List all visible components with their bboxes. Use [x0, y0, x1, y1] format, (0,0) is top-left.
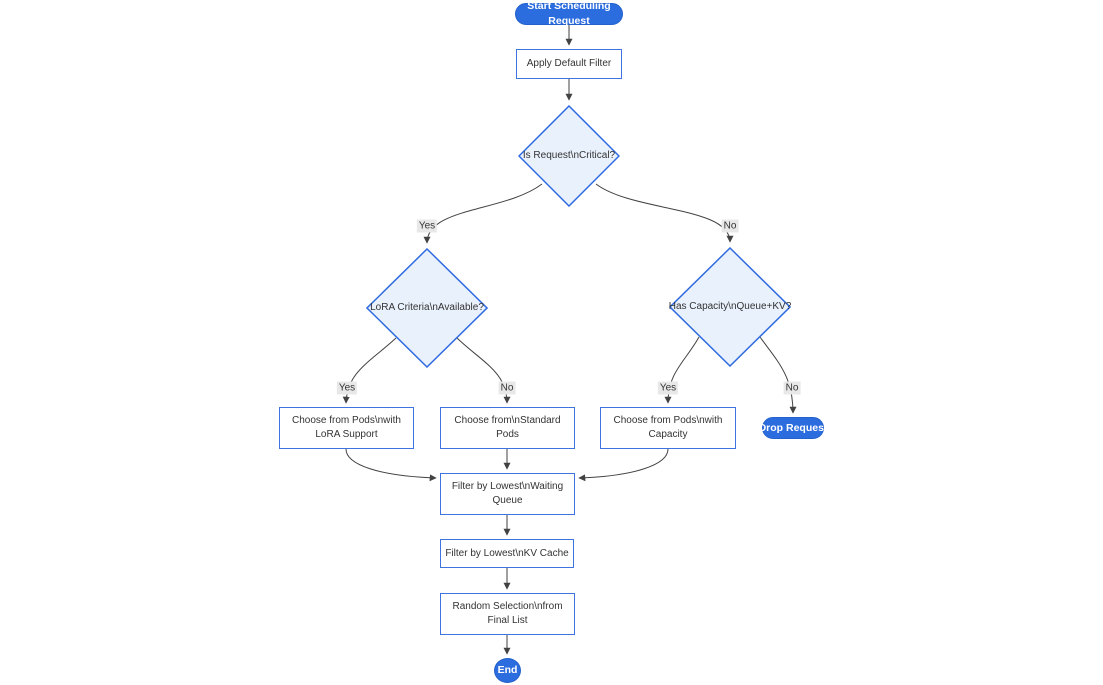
edge-label-capacity-no: No [783, 381, 801, 395]
node-choose-standard-pods[interactable]: Choose from\nStandard Pods [440, 407, 575, 449]
decision-label: Has Capacity\nQueue+KV? [668, 301, 792, 312]
decision-label: Is Request\nCritical? [522, 150, 616, 161]
node-choose-pods-capacity[interactable]: Choose from Pods\nwith Capacity [600, 407, 736, 449]
node-decision-lora-available[interactable]: LoRA Criteria\nAvailable? [366, 248, 488, 368]
node-apply-default-filter[interactable]: Apply Default Filter [516, 49, 622, 79]
decision-label: LoRA Criteria\nAvailable? [370, 302, 484, 313]
node-filter-waiting-queue[interactable]: Filter by Lowest\nWaiting Queue [440, 473, 575, 515]
node-decision-has-capacity[interactable]: Has Capacity\nQueue+KV? [669, 247, 791, 367]
node-filter-kv-cache[interactable]: Filter by Lowest\nKV Cache [440, 539, 574, 568]
edge-label-critical-no: No [721, 219, 739, 233]
edge-label-capacity-yes: Yes [657, 381, 679, 395]
edge-podslora-to-filterwaiting [345, 448, 437, 482]
diamond-shape [518, 105, 620, 207]
edge-label-lora-yes: Yes [336, 381, 358, 395]
node-decision-is-critical[interactable]: Is Request\nCritical? [518, 105, 620, 207]
node-choose-pods-lora[interactable]: Choose from Pods\nwith LoRA Support [279, 407, 414, 449]
diamond-shape [366, 248, 488, 368]
edge-podscapacity-to-filterwaiting [578, 448, 669, 482]
node-start[interactable]: Start Scheduling Request [515, 0, 623, 27]
edge-capacity-yes [664, 336, 700, 404]
node-end[interactable]: End [494, 658, 521, 683]
edge-capacity-no [759, 336, 797, 414]
edge-label-lora-no: No [498, 381, 516, 395]
node-drop-request[interactable]: Drop Request [759, 417, 827, 439]
node-random-selection[interactable]: Random Selection\nfrom Final List [440, 593, 575, 635]
diamond-shape [669, 247, 791, 367]
edge-label-critical-yes: Yes [416, 219, 438, 233]
